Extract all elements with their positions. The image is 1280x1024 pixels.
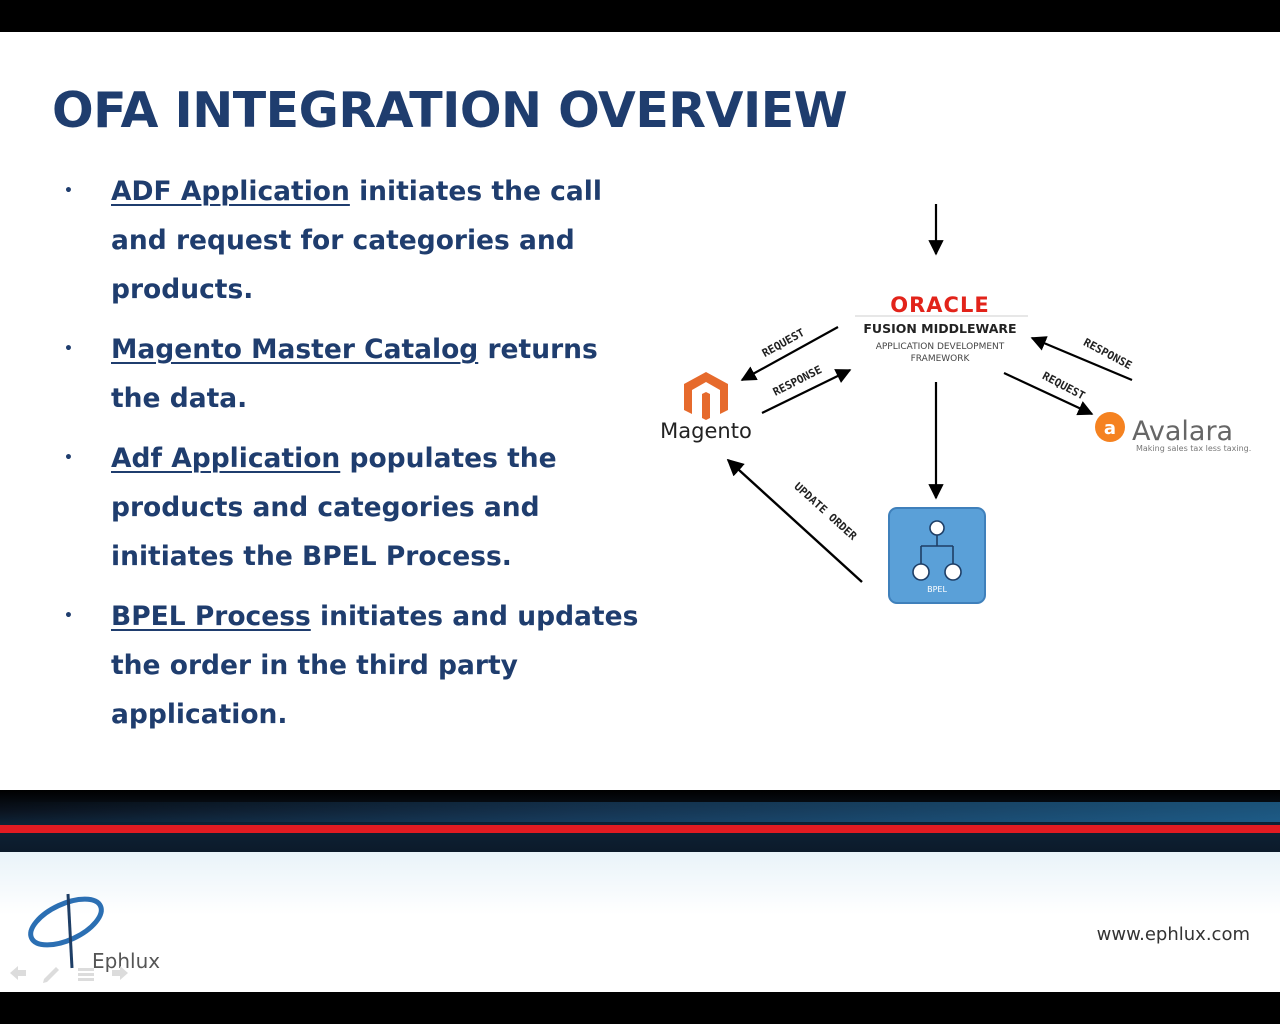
oracle-node: ORACLE FUSION MIDDLEWARE APPLICATION DEV…: [855, 293, 1028, 364]
footer-band-glow: [0, 802, 1280, 822]
bpel-node: BPEL: [888, 507, 986, 604]
magento-node: Magento: [660, 372, 752, 443]
magento-icon: [684, 372, 728, 420]
bullet-link[interactable]: Magento Master Catalog: [111, 334, 479, 365]
bpel-label: BPEL: [927, 585, 947, 594]
arrow-update-order: [726, 458, 863, 583]
arrow-request-right: [1003, 372, 1094, 416]
ephlux-logo: Ephlux: [28, 893, 160, 972]
bpel-box: [888, 507, 986, 604]
bullet-marker: •: [64, 341, 73, 357]
bullet-link[interactable]: Adf Application: [111, 443, 341, 474]
bpel-icon: [912, 520, 962, 581]
bullet-text: populates the products and categories an…: [111, 443, 557, 572]
oracle-framework-label: FRAMEWORK: [911, 354, 971, 364]
arrow-request-left: [740, 326, 839, 381]
avalara-node: a Avalara Making sales tax less taxing.: [1095, 412, 1251, 453]
bullet-link[interactable]: BPEL Process: [111, 601, 311, 632]
label-response-left: RESPONSE: [771, 363, 824, 399]
bullet-text: initiates and updates the order in the t…: [111, 601, 639, 730]
footer-red-stripe: [0, 825, 1280, 833]
footer: Ephlux www.ephlux.com: [0, 852, 1280, 992]
label-request-right: REQUEST: [1040, 369, 1087, 402]
pen-icon[interactable]: [43, 967, 59, 983]
bullet-marker: •: [64, 608, 73, 624]
bullet-text: returns the data.: [111, 334, 598, 414]
avalara-tagline: Making sales tax less taxing.: [1136, 444, 1251, 453]
arrow-left-icon[interactable]: [10, 966, 26, 980]
oracle-logo: ORACLE: [890, 293, 989, 317]
slide-nav-controls: [10, 966, 128, 983]
slide-title: OFA INTEGRATION OVERVIEW: [52, 82, 848, 139]
arrow-response-left: [761, 369, 852, 414]
oracle-fusion-label: FUSION MIDDLEWARE: [863, 321, 1016, 336]
avalara-icon: [1095, 412, 1125, 442]
avalara-label: Avalara: [1132, 416, 1233, 447]
bullet-item: • ADF Application initiates the call and…: [60, 167, 640, 314]
bullet-item: • Adf Application populates the products…: [60, 434, 640, 581]
menu-icon[interactable]: [78, 968, 94, 981]
oracle-adf-label: APPLICATION DEVELOPMENT: [876, 342, 1005, 352]
magento-label: Magento: [660, 419, 752, 443]
bullet-item: • BPEL Process initiates and updates the…: [60, 592, 640, 739]
ephlux-logo-text: Ephlux: [92, 949, 160, 972]
integration-diagram: ORACLE FUSION MIDDLEWARE APPLICATION DEV…: [660, 204, 1251, 604]
label-update-order: UPDATE ORDER: [791, 480, 859, 543]
bullet-marker: •: [64, 183, 73, 199]
bullet-text: initiates the call and request for categ…: [111, 176, 602, 305]
bullet-item: • Magento Master Catalog returns the dat…: [60, 325, 640, 423]
label-request-left: REQUEST: [760, 326, 807, 360]
arrow-right-icon[interactable]: [112, 966, 128, 980]
slide: OFA INTEGRATION OVERVIEW • ADF Applicati…: [0, 32, 1280, 992]
arrow-response-right: [1030, 336, 1133, 382]
bullet-marker: •: [64, 450, 73, 466]
bullet-link[interactable]: ADF Application: [111, 176, 350, 207]
label-response-right: RESPONSE: [1081, 336, 1134, 372]
svg-text:a: a: [1104, 418, 1116, 439]
bullet-list: • ADF Application initiates the call and…: [60, 167, 640, 750]
footer-url: www.ephlux.com: [1096, 924, 1250, 945]
